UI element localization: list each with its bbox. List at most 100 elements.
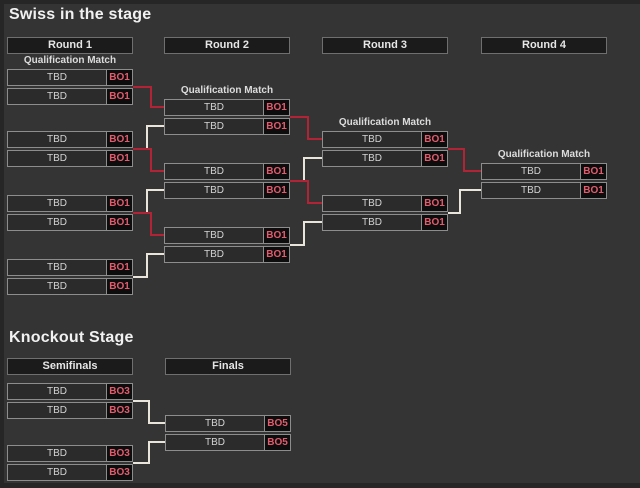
match-format-badge: BO1: [421, 215, 447, 230]
bracket-connector-white: [459, 189, 483, 191]
match-format-badge: BO1: [263, 119, 289, 134]
match-slot[interactable]: TBD BO1: [164, 182, 290, 199]
match-slot[interactable]: TBD BO1: [164, 99, 290, 116]
match-slot[interactable]: TBD BO1: [322, 150, 448, 167]
match-sf-2: TBD BO3 TBD BO3: [7, 445, 133, 481]
match-slot[interactable]: TBD BO3: [7, 464, 133, 481]
bracket-connector-white: [146, 125, 148, 150]
match-format-badge: BO5: [264, 435, 290, 450]
match-format-badge: BO1: [421, 132, 447, 147]
match-slot[interactable]: TBD BO5: [165, 415, 291, 432]
match-slot[interactable]: TBD BO3: [7, 383, 133, 400]
match-format-badge: BO1: [106, 260, 132, 275]
team-name: TBD: [47, 198, 67, 209]
match-format-badge: BO1: [106, 151, 132, 166]
bracket-connector-white: [459, 189, 461, 214]
bracket-connector-red: [448, 148, 465, 150]
match-slot[interactable]: TBD BO1: [7, 259, 133, 276]
bracket-connector-red: [150, 86, 152, 108]
bracket-connector-white: [133, 462, 150, 464]
match-slot[interactable]: TBD BO1: [7, 88, 133, 105]
match-sf-1: TBD BO3 TBD BO3: [7, 383, 133, 419]
round-header-finals: Finals: [165, 358, 291, 375]
round-header-semifinals: Semifinals: [7, 358, 133, 375]
bracket-connector-red: [307, 180, 309, 204]
match-slot[interactable]: TBD BO1: [481, 182, 607, 199]
bracket-connector-white: [448, 212, 461, 214]
match-slot[interactable]: TBD BO1: [322, 131, 448, 148]
match-format-badge: BO3: [106, 465, 132, 480]
bracket-connector-white: [303, 221, 305, 246]
match-format-badge: BO1: [106, 215, 132, 230]
match-format-badge: BO1: [106, 279, 132, 294]
team-name: TBD: [204, 230, 224, 241]
qualification-match-label: Qualification Match: [338, 117, 432, 128]
swiss-section-title: Swiss in the stage: [9, 6, 152, 23]
bracket-connector-white: [303, 221, 324, 223]
match-slot[interactable]: TBD BO5: [165, 434, 291, 451]
team-name: TBD: [204, 102, 224, 113]
bracket-connector-red: [150, 212, 152, 236]
qualification-match-label: Qualification Match: [497, 149, 591, 160]
bracket-connector-red: [150, 106, 166, 108]
match-format-badge: BO3: [106, 403, 132, 418]
match-format-badge: BO1: [580, 183, 606, 198]
match-slot[interactable]: TBD BO1: [7, 69, 133, 86]
match-format-badge: BO1: [580, 164, 606, 179]
match-slot[interactable]: TBD BO1: [164, 163, 290, 180]
match-format-badge: BO1: [106, 196, 132, 211]
match-slot[interactable]: TBD BO1: [164, 118, 290, 135]
match-slot[interactable]: TBD BO1: [481, 163, 607, 180]
team-name: TBD: [47, 281, 67, 292]
bracket-connector-red: [307, 138, 324, 140]
match-slot[interactable]: TBD BO1: [7, 214, 133, 231]
match-slot[interactable]: TBD BO1: [7, 131, 133, 148]
round-header-round2: Round 2: [164, 37, 290, 54]
match-format-badge: BO1: [263, 164, 289, 179]
match-slot[interactable]: TBD BO1: [7, 150, 133, 167]
match-slot[interactable]: TBD BO1: [7, 278, 133, 295]
match-format-badge: BO3: [106, 384, 132, 399]
round-header-round4: Round 4: [481, 37, 607, 54]
match-slot[interactable]: TBD BO1: [7, 195, 133, 212]
team-name: TBD: [362, 198, 382, 209]
match-final: TBD BO5 TBD BO5: [165, 415, 291, 451]
match-slot[interactable]: TBD BO1: [322, 195, 448, 212]
team-name: TBD: [362, 153, 382, 164]
team-name: TBD: [521, 166, 541, 177]
team-name: TBD: [204, 166, 224, 177]
match-slot[interactable]: TBD BO3: [7, 445, 133, 462]
qualification-match-label: Qualification Match: [180, 85, 274, 96]
match-format-badge: BO1: [421, 151, 447, 166]
match-r2-m3: TBD BO1 TBD BO1: [164, 227, 290, 263]
bracket-connector-red: [150, 148, 152, 172]
match-slot[interactable]: TBD BO3: [7, 402, 133, 419]
frame-bottom: [0, 483, 640, 488]
match-slot[interactable]: TBD BO1: [164, 227, 290, 244]
bracket-connector-red: [290, 116, 309, 118]
bracket-connector-red: [150, 234, 166, 236]
team-name: TBD: [521, 185, 541, 196]
match-format-badge: BO1: [106, 132, 132, 147]
match-format-badge: BO5: [264, 416, 290, 431]
match-format-badge: BO1: [263, 183, 289, 198]
team-name: TBD: [205, 437, 225, 448]
team-name: TBD: [47, 448, 67, 459]
bracket-connector-red: [133, 86, 152, 88]
bracket-connector-white: [303, 157, 324, 159]
team-name: TBD: [47, 72, 67, 83]
match-r1-m2: TBD BO1 TBD BO1: [7, 131, 133, 167]
frame-top: [0, 0, 640, 4]
bracket-connector-white: [303, 157, 305, 182]
bracket-connector-white: [148, 400, 150, 424]
bracket-connector-white: [146, 253, 148, 278]
match-r1-m4: TBD BO1 TBD BO1: [7, 259, 133, 295]
team-name: TBD: [205, 418, 225, 429]
match-slot[interactable]: TBD BO1: [164, 246, 290, 263]
match-format-badge: BO1: [263, 228, 289, 243]
bracket-connector-white: [146, 253, 166, 255]
team-name: TBD: [362, 217, 382, 228]
match-slot[interactable]: TBD BO1: [322, 214, 448, 231]
bracket-connector-red: [463, 170, 483, 172]
